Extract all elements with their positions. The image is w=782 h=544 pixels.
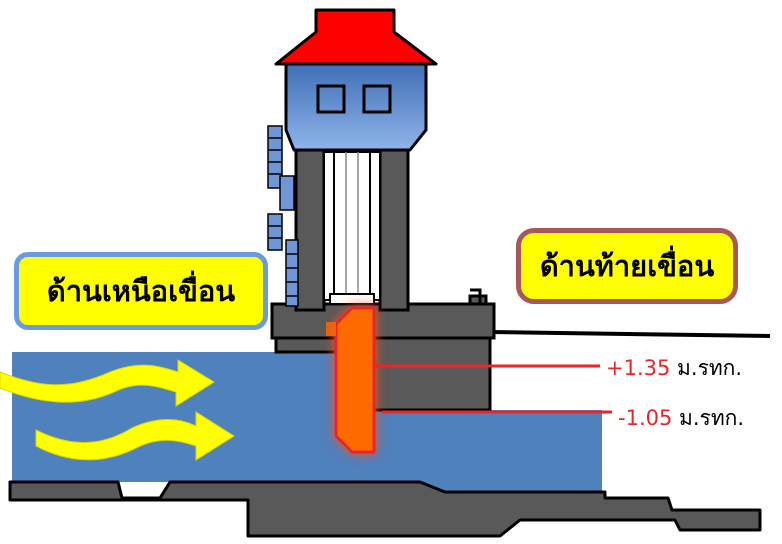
ladder [267,125,299,307]
upstream-label: ด้านเหนือเขื่อน [14,252,268,330]
level-label-high: +1.35 ม.รทก. [606,352,742,385]
sluice-gate [334,306,376,454]
downstream-label: ด้านท้ายเขื่อน [516,228,738,304]
level-label-low: -1.05 ม.รทก. [618,402,744,435]
flow-arrow-top [0,359,215,407]
flow-arrow-bottom [35,411,235,461]
level-unit-low: ม.รทก. [679,406,745,430]
ground-line [489,330,771,338]
level-value-low: -1.05 [618,406,673,430]
water [12,352,602,492]
gate-top-marker [326,322,336,336]
control-house [284,62,428,152]
gate-shaft [323,151,381,305]
level-lines [374,364,612,414]
roof [274,8,438,66]
window-right [362,84,392,114]
flow-arrows [0,359,235,461]
tower-legs [294,148,410,312]
level-value-high: +1.35 [606,356,671,380]
foundation [8,480,762,538]
level-unit-high: ม.รทก. [677,356,743,380]
window-left [316,84,346,114]
